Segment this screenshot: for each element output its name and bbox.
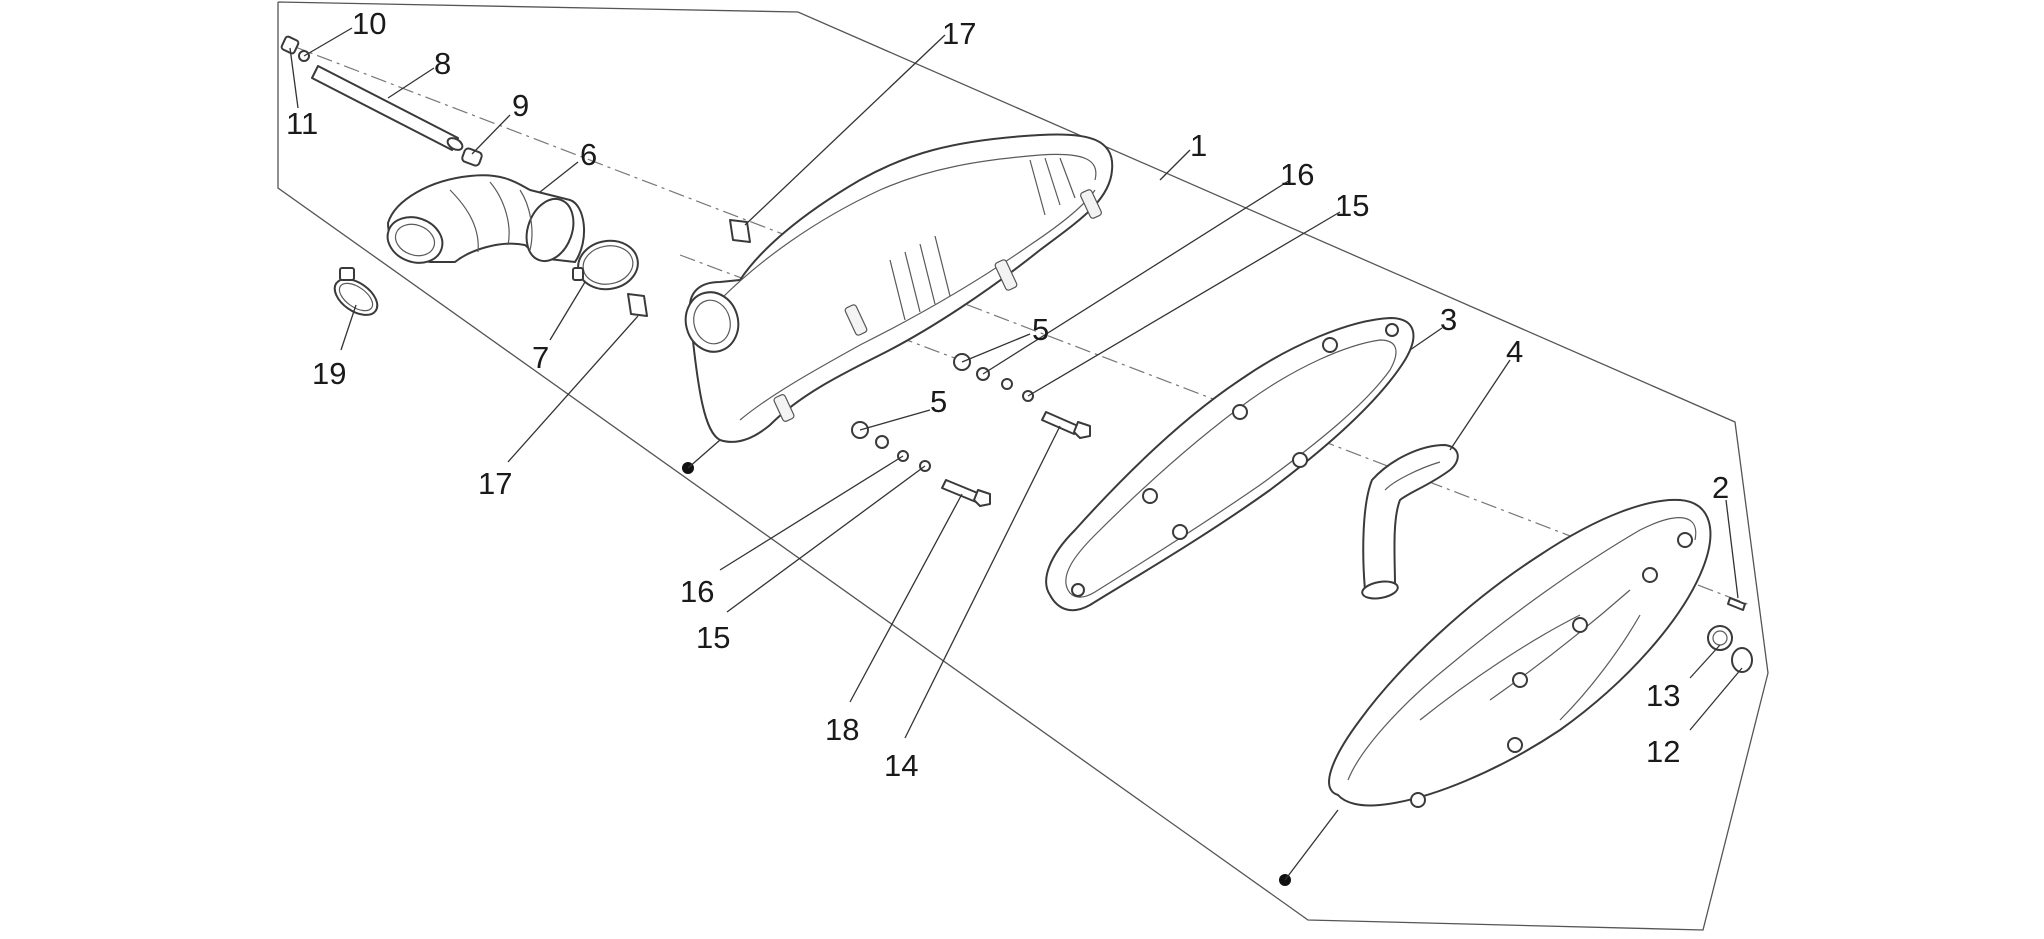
callout-15-upper: 15 xyxy=(1335,188,1369,223)
ring-13-icon xyxy=(1707,625,1733,651)
intake-duct-icon xyxy=(386,174,586,264)
callout-13: 13 xyxy=(1646,678,1680,713)
callout-5-upper: 5 xyxy=(1032,312,1049,347)
filter-element-icon xyxy=(1045,317,1415,612)
callout-14: 14 xyxy=(884,748,918,783)
callout-11: 11 xyxy=(286,106,318,141)
intake-sleeve-icon xyxy=(1361,444,1459,600)
callout-3: 3 xyxy=(1440,302,1457,337)
callout-16-lower: 16 xyxy=(680,574,714,609)
hose-clamp-icon xyxy=(572,239,639,291)
callout-9: 9 xyxy=(512,88,529,123)
callout-10: 10 xyxy=(352,6,386,41)
callout-4: 4 xyxy=(1506,334,1523,369)
hardware-upper-icon xyxy=(953,353,1091,439)
breather-tube-icon xyxy=(280,35,464,151)
air-box-cover-icon xyxy=(1328,498,1712,808)
screw-2-icon xyxy=(1727,597,1746,611)
air-box-base-icon xyxy=(684,133,1114,443)
clip-17-upper-icon xyxy=(729,219,751,243)
callout-18: 18 xyxy=(825,712,859,747)
callout-2: 2 xyxy=(1712,470,1729,505)
alignment-axis xyxy=(289,44,1751,606)
callout-12: 12 xyxy=(1646,734,1680,769)
cap-12-icon xyxy=(1731,647,1753,673)
callout-17-upper: 17 xyxy=(942,16,976,51)
callout-7: 7 xyxy=(532,340,549,375)
callout-19: 19 xyxy=(312,356,346,391)
small-clamp-icon xyxy=(461,147,483,167)
callout-6: 6 xyxy=(580,137,597,172)
callout-16-upper: 16 xyxy=(1280,157,1314,192)
callout-8: 8 xyxy=(434,46,451,81)
callout-5-lower: 5 xyxy=(930,384,947,419)
assembly-frame xyxy=(277,1,1769,931)
callout-17-lower: 17 xyxy=(478,466,512,501)
clip-17-lower-icon xyxy=(627,293,648,317)
callout-1: 1 xyxy=(1190,128,1207,163)
leader-lines xyxy=(289,27,1743,881)
hardware-lower-icon xyxy=(851,421,991,507)
clamp-19-icon xyxy=(333,267,379,316)
callout-15-lower: 15 xyxy=(696,620,730,655)
